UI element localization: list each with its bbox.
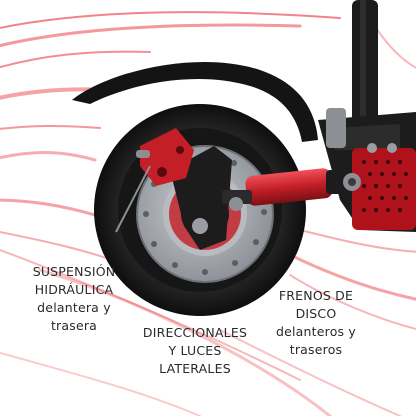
rear-shock	[222, 168, 361, 211]
scooter-frame	[318, 0, 416, 232]
brake-caliper	[115, 128, 194, 233]
caption-lights: DIRECCIONALES Y LUCES LATERALES	[142, 325, 248, 376]
caption-brakes: FRENOS DE DISCO delanteros y traseros	[275, 288, 357, 357]
rear-fender	[72, 61, 318, 142]
caption-suspension: SUSPENSIÓN HIDRÁULICA delantera y traser…	[32, 264, 116, 333]
